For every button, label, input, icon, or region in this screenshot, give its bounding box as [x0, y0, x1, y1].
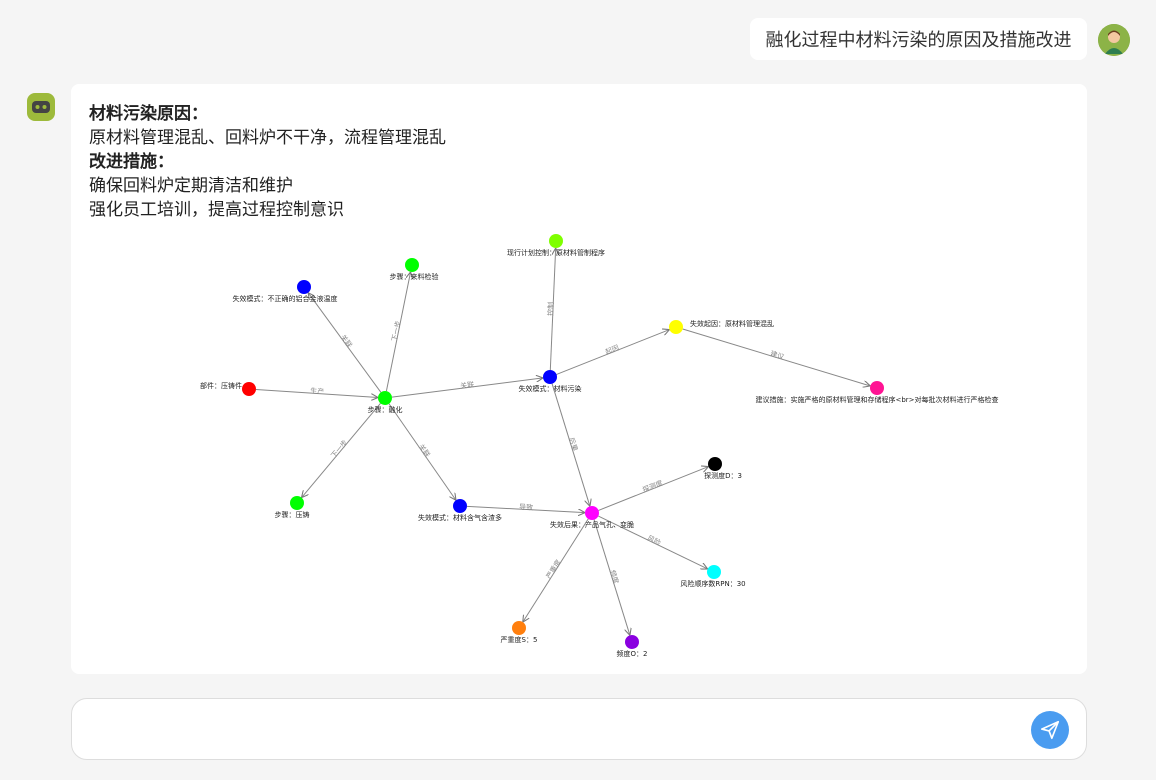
graph-node-label: 步骤：压铸: [275, 510, 310, 519]
graph-edge-label: 频度: [608, 569, 621, 585]
graph-edge-label: 下一步: [330, 439, 350, 460]
graph-node-suggest[interactable]: [870, 381, 884, 395]
graph-node-step_melt[interactable]: [378, 391, 392, 405]
graph-edge-label: 关联: [339, 333, 355, 350]
graph-edge-label: 关联: [417, 442, 432, 459]
graph-edge-label: 关联: [460, 380, 475, 391]
graph-node-label: 探测度D：3: [704, 471, 742, 480]
graph-edge: [556, 330, 670, 375]
graph-edge: [385, 272, 410, 392]
graph-edge-label: 建议: [769, 349, 785, 362]
graph-node-step_cast[interactable]: [290, 496, 304, 510]
chat-input[interactable]: [71, 698, 1087, 760]
graph-node-rpn[interactable]: [707, 565, 721, 579]
graph-node-fm_temp[interactable]: [297, 280, 311, 294]
graph-edge-label: 下一步: [391, 320, 403, 342]
graph-node-label: 建议措施：实施严格的原材料管理和存储程序<br>对每批次材料进行严格检查: [755, 395, 998, 404]
graph-edge: [308, 293, 382, 393]
graph-node-label: 失效起因：原材料管理混乱: [690, 319, 774, 328]
user-message-text: 融化过程中材料污染的原因及措施改进: [765, 30, 1072, 51]
graph-node-label: 失效模式：不正确的铝合金液温度: [233, 294, 338, 303]
graph-node-fm_gas[interactable]: [453, 499, 467, 513]
robot-icon: [27, 93, 55, 121]
graph-edge-label: 起因: [604, 344, 620, 357]
graph-edge: [523, 518, 589, 622]
graph-node-label: 失效后果：产品气孔、变脆: [550, 520, 634, 529]
graph-edge: [598, 467, 709, 511]
graph-edge: [255, 388, 378, 397]
graph-node-label: 部件：压铸件: [200, 381, 242, 390]
send-icon: [1040, 720, 1060, 740]
graph-node-label: 现行计划控制：原材料管制程序: [507, 248, 605, 257]
graph-node-label: 频度O：2: [617, 649, 648, 658]
measure-heading: 改进措施：: [89, 152, 174, 172]
graph-node-fm_pollution[interactable]: [543, 370, 557, 384]
graph-edge-label: 控制: [546, 302, 556, 316]
graph-edge-label: 生产: [310, 386, 325, 396]
send-button[interactable]: [1031, 711, 1069, 749]
graph-edge: [388, 403, 456, 501]
user-message: 融化过程中材料污染的原因及措施改进: [750, 18, 1087, 60]
graph-edge-label: 后果: [567, 436, 580, 452]
graph-node-control[interactable]: [549, 234, 563, 248]
graph-node-label: 严重度S：5: [501, 635, 538, 644]
graph-node-occur[interactable]: [625, 635, 639, 649]
bot-answer-text: 材料污染原因： 原材料管理混乱、回料炉不干净，流程管理混乱 改进措施： 确保回料…: [89, 102, 446, 222]
graph-node-label: 步骤：来料检验: [390, 272, 439, 281]
measure-item-1: 确保回料炉定期清洁和维护: [89, 176, 293, 196]
cause-text: 原材料管理混乱、回料炉不干净，流程管理混乱: [89, 128, 446, 148]
graph-edge: [549, 248, 555, 371]
graph-node-cause[interactable]: [669, 320, 683, 334]
measure-item-2: 强化员工培训，提高过程控制意识: [89, 200, 344, 220]
graph-edge: [593, 519, 630, 636]
graph-node-effect[interactable]: [585, 506, 599, 520]
graph-edge-label: 严重度: [544, 558, 563, 581]
graph-edge-label: 探测度: [641, 478, 664, 494]
graph-node-detect[interactable]: [708, 457, 722, 471]
graph-edge: [551, 383, 590, 507]
user-avatar-icon: [1098, 24, 1130, 56]
cause-heading: 材料污染原因：: [89, 104, 208, 124]
knowledge-graph[interactable]: 生产关联下一步下一步关联关联控制起因建议后果导致探测度风险严重度频度步骤：融化部…: [71, 84, 1087, 674]
graph-edge-label: 风险: [646, 533, 663, 547]
graph-node-label: 步骤：融化: [368, 405, 403, 414]
graph-node-severity[interactable]: [512, 621, 526, 635]
graph-node-label: 失效模式：材料污染: [519, 384, 582, 393]
graph-edge-label: 导致: [519, 502, 533, 512]
graph-node-step_check[interactable]: [405, 258, 419, 272]
graph-edge: [301, 403, 381, 497]
graph-node-part[interactable]: [242, 382, 256, 396]
graph-node-label: 风险顺序数RPN：30: [680, 579, 745, 588]
graph-edge: [391, 378, 543, 398]
graph-edge: [682, 328, 871, 386]
graph-edge: [598, 515, 707, 569]
bot-message: 材料污染原因： 原材料管理混乱、回料炉不干净，流程管理混乱 改进措施： 确保回料…: [71, 84, 1087, 674]
graph-node-label: 失效模式：材料含气含渣多: [418, 513, 502, 522]
graph-edge: [466, 505, 585, 512]
